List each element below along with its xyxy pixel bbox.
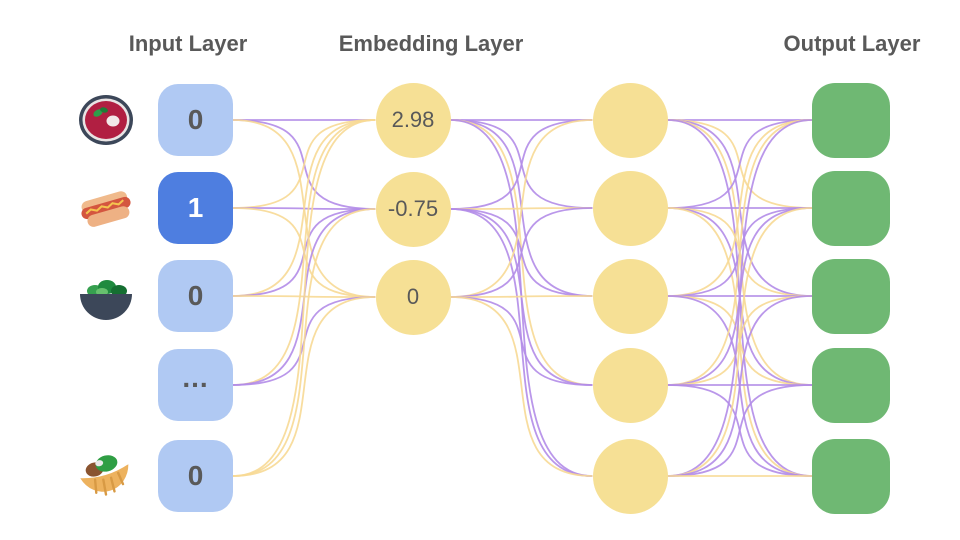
connection-edge-yellow [232,208,376,477]
connection-edge-purple [450,207,593,298]
connection-edge-purple [667,119,813,477]
connection-edge-yellow [232,119,376,477]
connection-edge-yellow [450,295,593,298]
embedding-node-2: -0.75 [375,171,451,247]
output-node-3 [812,258,890,334]
salad-icon [76,266,136,326]
input-node-1: 0 [158,84,233,156]
input-node-2: 1 [158,172,233,244]
output-node-2 [812,170,890,246]
connection-edge-purple [450,296,593,386]
embedding-node-3: 0 [375,259,451,335]
input-node-3: 0 [158,260,233,332]
connection-edge-yellow [450,119,593,298]
hidden-node-5 [592,438,668,514]
connection-edge-purple [667,119,813,209]
connection-edge-yellow [232,119,376,209]
hidden-node-2 [592,170,668,246]
output-node-4 [812,347,890,423]
input-node-5: 0 [158,440,233,512]
connection-edge-yellow [667,207,813,477]
embedding-layer-title: Embedding Layer [338,31,524,56]
connection-edge-yellow [667,119,813,386]
connection-edge-yellow [667,119,813,297]
connection-edge-yellow [232,119,376,386]
connection-edge-yellow [450,296,593,477]
input-node-4: ... [158,349,233,421]
hidden-node-3 [592,258,668,334]
hidden-node-4 [592,347,668,423]
output-layer-title: Output Layer [783,31,921,56]
pita-icon [76,446,136,506]
connection-edge-purple [450,119,593,210]
hidden-node-1 [592,82,668,158]
output-node-1 [812,82,890,158]
borscht-icon [76,90,136,150]
connection-edge-purple [667,384,813,477]
input-layer-title: Input Layer [128,31,248,56]
connection-edge-purple [667,295,813,477]
connection-edge-yellow [232,296,376,477]
connection-edge-yellow [232,119,376,297]
hotdog-icon [76,178,136,238]
output-node-5 [812,438,890,514]
embedding-node-1: 2.98 [375,82,451,158]
